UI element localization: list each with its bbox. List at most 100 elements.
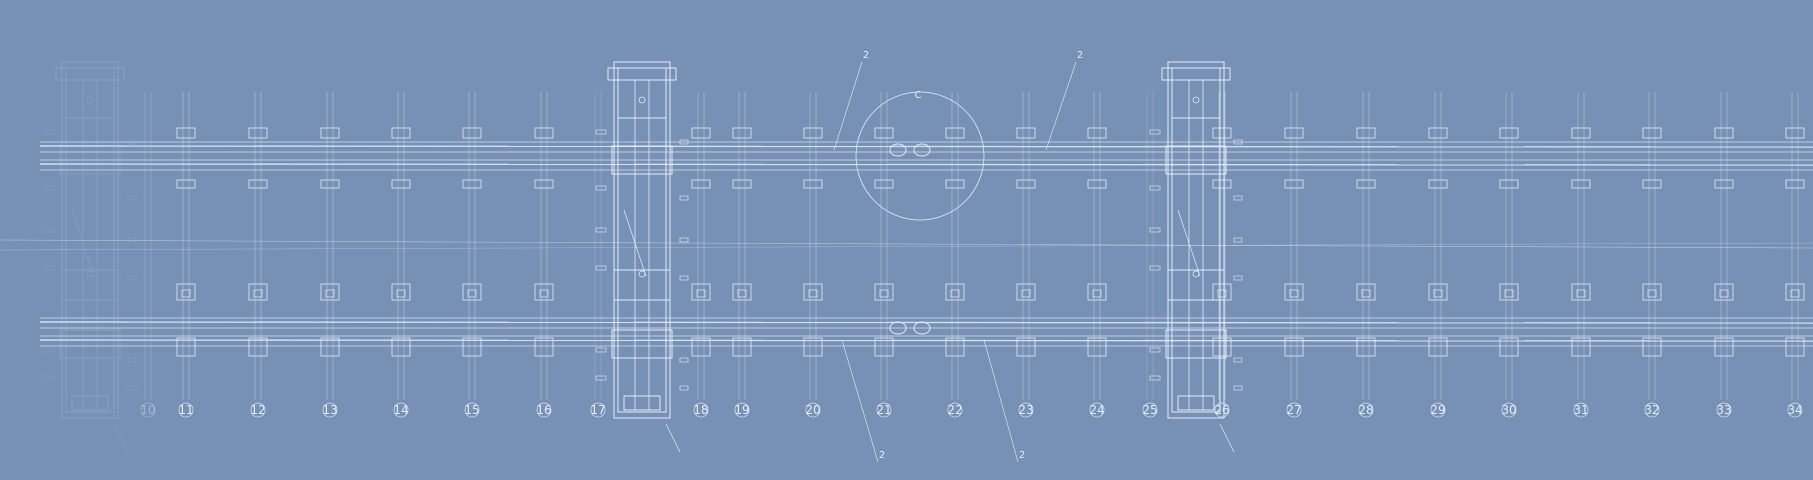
assembly-leader	[665, 423, 681, 453]
sleeper	[691, 92, 711, 400]
rail-fastening	[1571, 127, 1591, 139]
sleeper	[1087, 92, 1107, 400]
rail-fastening	[320, 283, 340, 301]
assembly-block	[1165, 145, 1227, 175]
number-circle	[1716, 402, 1732, 418]
rail-fastening	[1428, 337, 1448, 357]
switch-assembly	[43, 61, 137, 453]
fastening-clip	[1433, 289, 1443, 298]
assembly-tag	[595, 129, 607, 135]
assembly-tag	[1233, 195, 1243, 201]
assembly-tag	[595, 347, 607, 353]
sleeper-number: 26	[1214, 402, 1230, 418]
sleeper-number: 16	[536, 402, 552, 418]
rail-fastening	[1714, 179, 1734, 189]
faded-left-assembly	[43, 61, 137, 453]
sleeper	[1284, 92, 1304, 400]
rail-fastening	[945, 127, 965, 139]
assembly-tag	[127, 385, 137, 391]
number-circle	[1573, 402, 1589, 418]
sleeper-number-label: 23	[1018, 403, 1033, 417]
rail-fastening	[1212, 283, 1232, 301]
rail-fastening	[732, 283, 752, 301]
sleeper-number-label: 31	[1573, 403, 1588, 417]
sleeper-number-label: 33	[1716, 403, 1731, 417]
assembly-tag	[1149, 227, 1161, 233]
sleeper-number-label: 18	[693, 403, 708, 417]
rail-fastening	[732, 127, 752, 139]
sleeper	[1785, 92, 1805, 400]
rail-fastening	[248, 337, 268, 357]
rail-fastening	[874, 337, 894, 357]
callout-label: 2	[879, 450, 885, 461]
assembly-frame	[613, 61, 671, 419]
sleeper-number-label: 24	[1089, 403, 1104, 417]
rail-lines	[0, 141, 1813, 347]
sleeper	[1714, 92, 1734, 400]
rail-joint	[889, 143, 907, 157]
rail-fastening	[1356, 127, 1376, 139]
sleeper-number: 30	[1501, 402, 1517, 418]
rail-fastening	[391, 283, 411, 301]
rail-fastening	[176, 337, 196, 357]
sleeper-number-label: 20	[805, 403, 820, 417]
rail-fastening	[691, 283, 711, 301]
rail-fastening	[1356, 179, 1376, 189]
sleeper-number-label: 30	[1501, 403, 1516, 417]
sleeper	[320, 92, 340, 400]
rail-fastening	[1785, 179, 1805, 189]
fastening-clip	[1021, 289, 1031, 298]
assembly-block	[1167, 269, 1225, 301]
fastening-clip	[1790, 289, 1800, 298]
rail-fastening	[1284, 179, 1304, 189]
assembly-tag	[1149, 185, 1161, 191]
assembly-block	[613, 269, 671, 301]
centre-line	[0, 239, 1813, 249]
number-circle	[536, 402, 552, 418]
rail-fastening	[1284, 337, 1304, 357]
sleeper-number-label: 13	[322, 403, 337, 417]
rail-fastening	[320, 337, 340, 357]
sleeper	[391, 92, 411, 400]
assembly-top-plate	[55, 67, 125, 81]
rail-fastening	[945, 337, 965, 357]
sleeper-number-label: 16	[536, 403, 551, 417]
assembly-pin	[86, 270, 94, 278]
rail-fastening	[1714, 283, 1734, 301]
assembly-tag	[1233, 357, 1243, 363]
sleeper-number: 18	[693, 402, 709, 418]
sleeper-number-label: 21	[876, 403, 891, 417]
sleeper	[1571, 92, 1591, 400]
rail-fastening	[1571, 283, 1591, 301]
number-circle	[947, 402, 963, 418]
number-circle	[734, 402, 750, 418]
rail-fastening	[803, 283, 823, 301]
sleeper	[1642, 92, 1662, 400]
switch-assembly	[595, 61, 689, 453]
sleeper	[1428, 92, 1448, 400]
rail-fastening	[1016, 179, 1036, 189]
assembly-tag	[595, 185, 607, 191]
fastening-clip	[808, 289, 818, 298]
sleeper-number: 25	[1142, 402, 1158, 418]
fastening-clip	[1217, 289, 1227, 298]
rail-line	[39, 163, 1813, 166]
assembly-pin	[1192, 270, 1200, 278]
sleeper-number: 27	[1286, 402, 1302, 418]
assembly-tag	[1149, 347, 1161, 353]
assembly-frame	[1167, 61, 1225, 419]
rail-fastening	[1087, 127, 1107, 139]
fastening-clip	[1504, 289, 1514, 298]
rail-fastening	[534, 337, 554, 357]
sleeper-number: 29	[1430, 402, 1446, 418]
rail-fastening	[1212, 337, 1232, 357]
rail-fastening	[1499, 179, 1519, 189]
fastening-clip	[396, 289, 406, 298]
fastening-clip	[325, 289, 335, 298]
callout-leader	[833, 61, 863, 151]
assembly-block	[59, 329, 121, 359]
sleeper-number: 33	[1716, 402, 1732, 418]
sleeper-number-label: 27	[1286, 403, 1301, 417]
assembly-tag	[127, 357, 137, 363]
assembly-tag	[679, 357, 689, 363]
